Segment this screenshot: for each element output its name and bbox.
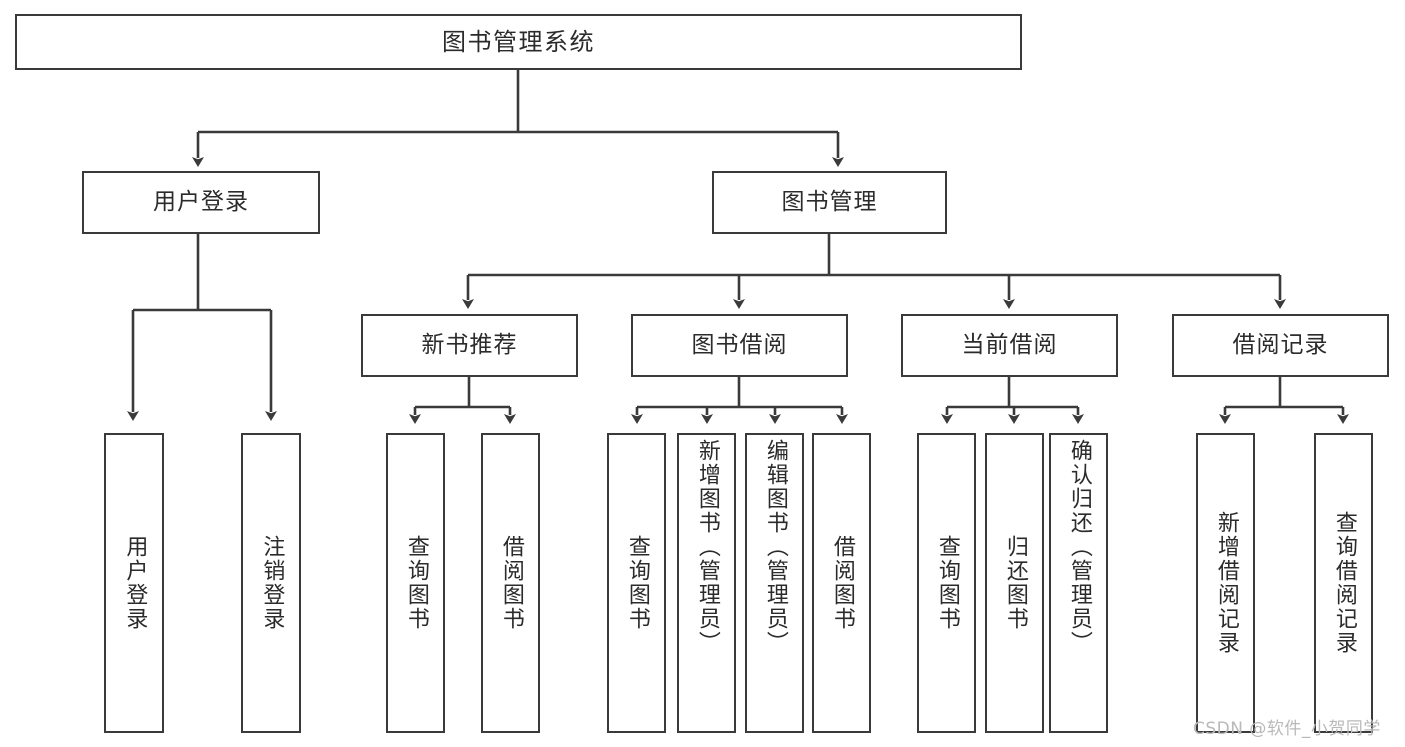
leaf-query-book-2[interactable]: 查询图书	[607, 433, 666, 733]
leaf-edit-book-admin[interactable]: 编辑图书（管理员）	[745, 433, 804, 733]
node-label: 查询图书	[624, 535, 650, 631]
leaf-query-book-3[interactable]: 查询图书	[917, 433, 976, 733]
node-label: 图书管理系统	[442, 27, 595, 56]
leaf-logout[interactable]: 注销登录	[241, 433, 301, 733]
node-user-login[interactable]: 用户登录	[82, 171, 320, 234]
node-borrow-records[interactable]: 借阅记录	[1172, 314, 1389, 377]
node-label: 用户登录	[153, 188, 249, 215]
node-label: 编辑图书（管理员）	[762, 439, 788, 655]
node-root-图书管理系统[interactable]: 图书管理系统	[15, 14, 1022, 70]
leaf-query-book-1[interactable]: 查询图书	[386, 433, 445, 733]
node-label: 查询图书	[403, 535, 429, 631]
node-new-book-recommend[interactable]: 新书推荐	[361, 314, 578, 377]
node-current-borrow[interactable]: 当前借阅	[901, 314, 1118, 377]
node-label: 当前借阅	[961, 331, 1058, 358]
leaf-add-book-admin[interactable]: 新增图书（管理员）	[677, 433, 736, 733]
leaf-confirm-return-admin[interactable]: 确认归还（管理员）	[1049, 433, 1108, 733]
leaf-borrow-book-1[interactable]: 借阅图书	[481, 433, 540, 733]
node-label: 查询图书	[934, 535, 960, 631]
leaf-add-borrow-record[interactable]: 新增借阅记录	[1196, 433, 1255, 733]
node-book-management[interactable]: 图书管理	[712, 171, 947, 234]
node-label: 借阅图书	[829, 535, 855, 631]
node-label: 查询借阅记录	[1331, 511, 1357, 655]
leaf-user-login[interactable]: 用户登录	[104, 433, 164, 733]
node-label: 图书管理	[781, 188, 878, 215]
node-label: 确认归还（管理员）	[1066, 439, 1092, 655]
leaf-query-borrow-record[interactable]: 查询借阅记录	[1314, 433, 1373, 733]
node-label: 归还图书	[1002, 535, 1028, 631]
node-label: 用户登录	[122, 535, 148, 631]
node-label: 新书推荐	[421, 331, 518, 358]
node-label: 图书借阅	[691, 331, 788, 358]
node-label: 新增图书（管理员）	[694, 439, 720, 655]
node-label: 借阅记录	[1232, 331, 1329, 358]
leaf-borrow-book-2[interactable]: 借阅图书	[812, 433, 871, 733]
node-label: 注销登录	[259, 535, 285, 631]
node-label: 借阅图书	[498, 535, 524, 631]
node-label: 新增借阅记录	[1213, 511, 1239, 655]
leaf-return-book[interactable]: 归还图书	[985, 433, 1044, 733]
node-book-borrow[interactable]: 图书借阅	[631, 314, 848, 377]
